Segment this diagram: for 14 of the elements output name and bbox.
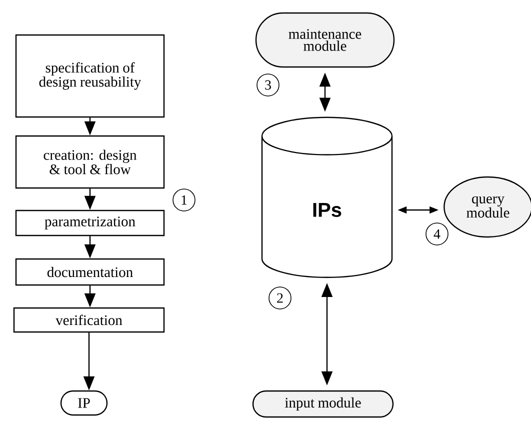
module-box: query module xyxy=(444,176,531,238)
process-box: parametrization xyxy=(15,210,165,236)
module-box: maintenance module xyxy=(255,12,395,68)
module-box: IP xyxy=(60,390,108,416)
callout-number: 1 xyxy=(172,188,196,212)
process-box: specification of design reusability xyxy=(15,34,165,118)
callout-number: 3 xyxy=(256,74,280,96)
module-box: input module xyxy=(252,390,394,418)
process-box: verification xyxy=(13,307,165,333)
process-box: creation: design & tool & flow xyxy=(15,135,165,189)
callout-number: 2 xyxy=(268,286,292,310)
callout-number: 4 xyxy=(426,222,448,246)
database-cylinder: IPs xyxy=(261,116,393,278)
process-box: documentation xyxy=(15,258,165,286)
